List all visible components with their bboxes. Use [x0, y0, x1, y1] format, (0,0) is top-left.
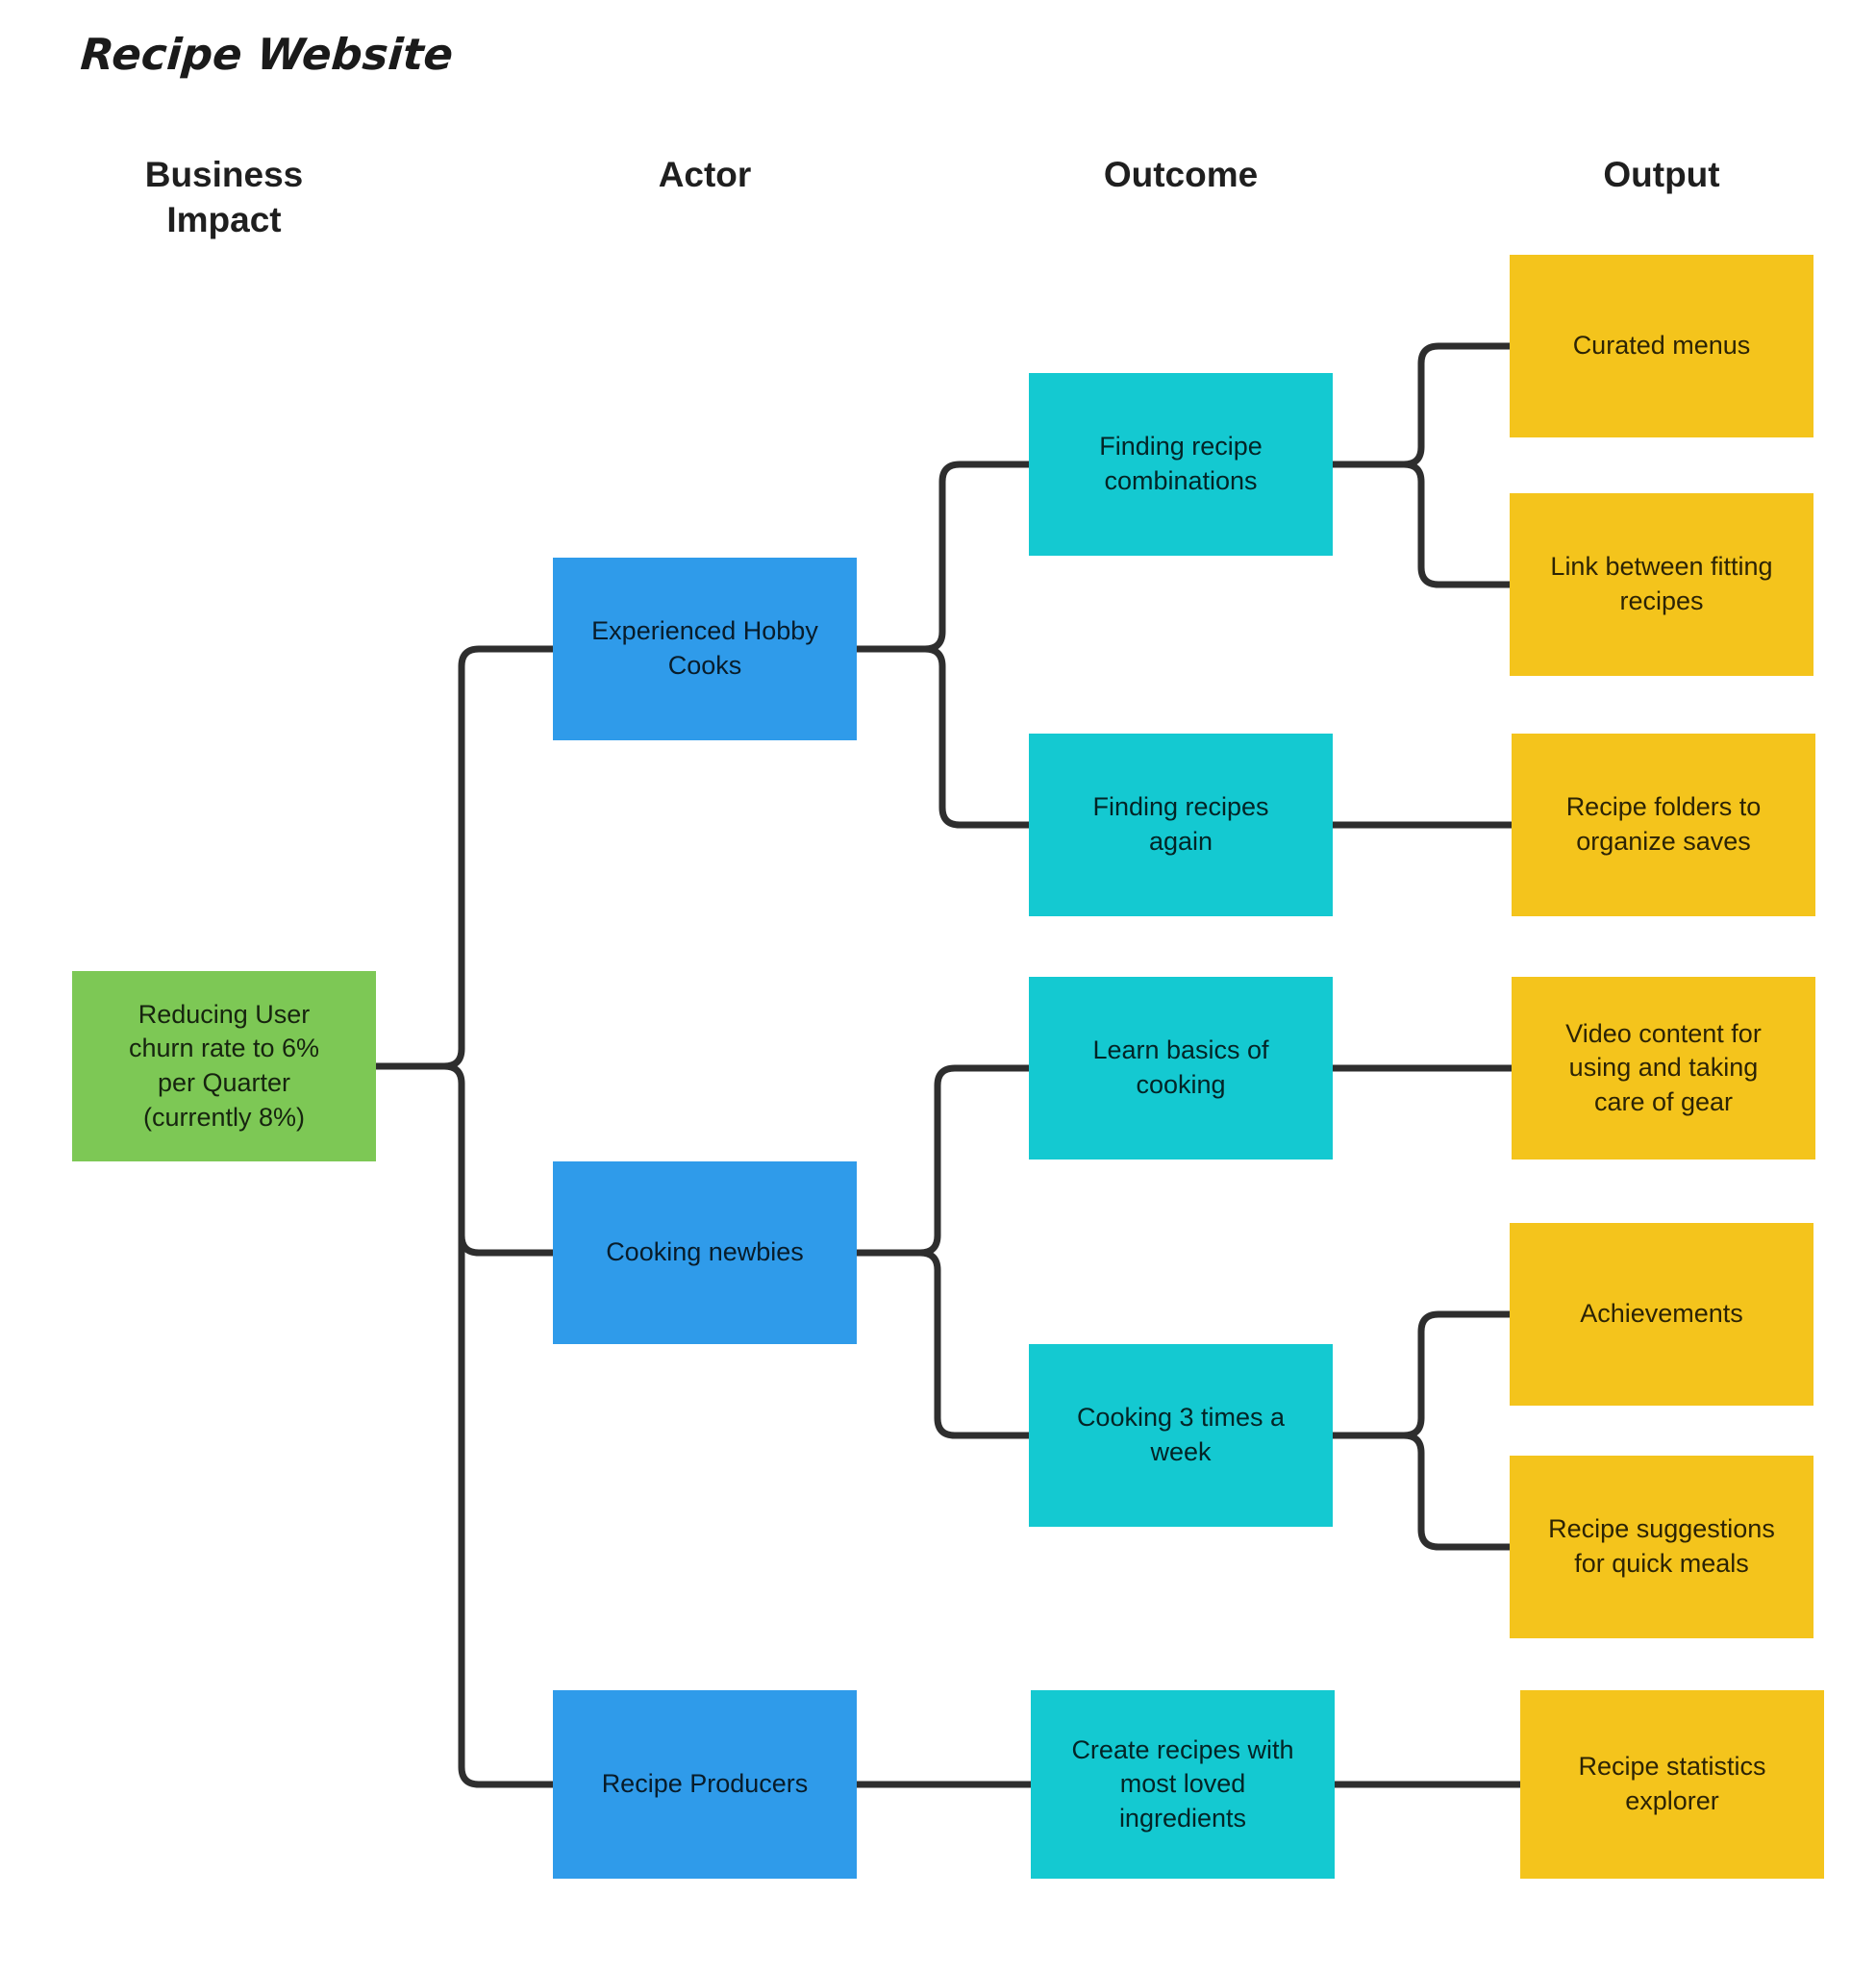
- edge-newbies-to-learn-basics: [857, 1064, 1029, 1257]
- edge-newbies-to-cooking-3-times: [919, 1249, 1029, 1439]
- node-label: Recipe Producers: [601, 1769, 809, 1799]
- node-label: Recipe suggestions for quick meals: [1548, 1514, 1775, 1578]
- actor-node-recipe-producers: Recipe Producers: [553, 1690, 857, 1879]
- node-label: Experienced Hobby Cooks: [591, 616, 818, 680]
- column-header-actor: Actor: [658, 155, 752, 194]
- impact-node-reducing-user-churn: Reducing User churn rate to 6% per Quart…: [72, 971, 376, 1161]
- output-node-recipe-suggestions-quick-meals: Recipe suggestions for quick meals: [1510, 1456, 1813, 1638]
- node-label: Link between fitting recipes: [1550, 552, 1773, 615]
- outcome-node-finding-recipes-again: Finding recipes again: [1029, 734, 1333, 916]
- node-label: Cooking 3 times a week: [1076, 1403, 1286, 1466]
- node-label: Video content for using and taking care …: [1565, 1018, 1762, 1116]
- output-node-video-content-gear: Video content for using and taking care …: [1512, 977, 1815, 1160]
- output-node-link-between-fitting-recipes: Link between fitting recipes: [1510, 493, 1813, 676]
- edge-hobby-cooks-to-finding-combinations: [857, 461, 1029, 653]
- edge-combinations-to-link-recipes: [1403, 461, 1510, 588]
- node-label: Recipe statistics explorer: [1578, 1752, 1766, 1815]
- node-label: Finding recipes again: [1092, 792, 1269, 856]
- edge-cooking-3-times-to-suggestions: [1403, 1432, 1510, 1551]
- edge-impact-trunk-down-to-recipe-producers: [443, 1062, 553, 1788]
- edge-combinations-to-curated-menus: [1333, 342, 1510, 468]
- node-label: Reducing User churn rate to 6% per Quart…: [128, 999, 320, 1132]
- output-node-recipe-statistics-explorer: Recipe statistics explorer: [1520, 1690, 1824, 1879]
- column-header-outcome: Outcome: [1103, 155, 1259, 194]
- node-label: Recipe folders to organize saves: [1565, 792, 1762, 856]
- node-label: Curated menus: [1572, 331, 1751, 361]
- actor-node-experienced-hobby-cooks: Experienced Hobby Cooks: [553, 558, 857, 740]
- outcome-node-cooking-3-times-a-week: Cooking 3 times a week: [1029, 1344, 1333, 1527]
- output-node-curated-menus: Curated menus: [1510, 255, 1813, 437]
- outcome-node-create-recipes-most-loved: Create recipes with most loved ingredien…: [1031, 1690, 1335, 1879]
- outcome-node-finding-recipe-combinations: Finding recipe combinations: [1029, 373, 1333, 556]
- node-label: Learn basics of cooking: [1092, 1035, 1269, 1099]
- actor-node-cooking-newbies: Cooking newbies: [553, 1161, 857, 1344]
- output-node-recipe-folders: Recipe folders to organize saves: [1512, 734, 1815, 916]
- output-node-achievements: Achievements: [1510, 1223, 1813, 1406]
- edge-hobby-cooks-to-finding-again: [924, 645, 1029, 829]
- column-header-output: Output: [1603, 155, 1720, 194]
- edge-impact-to-experienced-hobby-cooks: [376, 645, 553, 1070]
- outcome-node-learn-basics-of-cooking: Learn basics of cooking: [1029, 977, 1333, 1160]
- edge-cooking-3-times-to-achievements: [1333, 1310, 1510, 1439]
- node-label: Create recipes with most loved ingredien…: [1071, 1734, 1294, 1833]
- node-label: Finding recipe combinations: [1099, 432, 1263, 495]
- edge-impact-branch-to-cooking-newbies: [458, 1234, 553, 1257]
- node-label: Achievements: [1580, 1299, 1743, 1329]
- column-header-business-impact: Business Impact: [144, 155, 304, 240]
- node-label: Cooking newbies: [606, 1237, 804, 1267]
